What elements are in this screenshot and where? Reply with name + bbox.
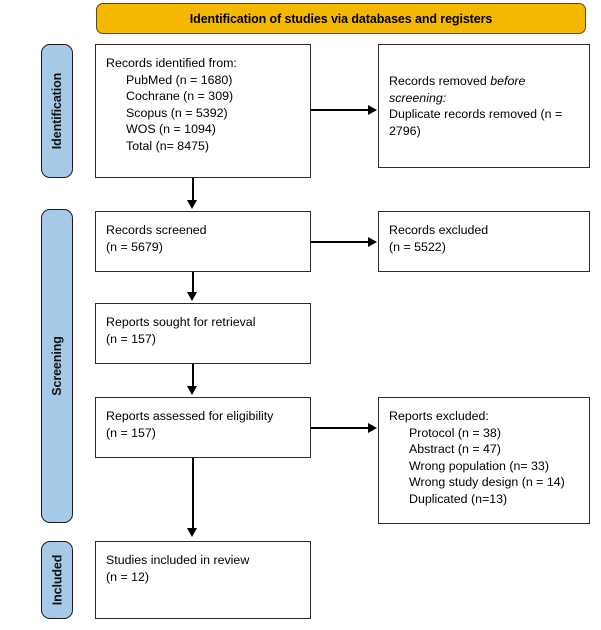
connector-identified-to-screened xyxy=(192,178,194,202)
connector-assessed-to-included xyxy=(192,458,194,530)
records-screened-title: Records screened xyxy=(106,223,207,237)
stage-label-screening-text: Screening xyxy=(50,336,65,396)
node-reports-excluded: Reports excluded: Protocol (n = 38) Abst… xyxy=(378,397,590,524)
node-records-identified: Records identified from: PubMed (n = 168… xyxy=(95,44,311,178)
connector-screened-to-excluded xyxy=(311,241,369,243)
reports-excluded-reason: Wrong population (n= 33) xyxy=(409,458,549,473)
studies-included-count: (n = 12) xyxy=(106,569,150,584)
records-removed-line2: screening: xyxy=(389,90,447,105)
connector-assessed-to-excluded xyxy=(311,427,369,429)
arrowhead-sought-to-assessed xyxy=(187,386,197,395)
stage-label-included: Included xyxy=(41,541,73,619)
connector-identified-to-removed xyxy=(311,109,369,111)
reports-sought-count: (n = 157) xyxy=(106,331,156,346)
banner-title: Identification of studies via databases … xyxy=(189,11,493,26)
stage-label-identification-text: Identification xyxy=(50,72,65,150)
arrowhead-screened-to-sought xyxy=(187,292,197,301)
records-removed-line3: Duplicate records removed (n = xyxy=(389,107,563,122)
records-identified-item: Cochrane (n = 309) xyxy=(126,89,234,104)
node-studies-included: Studies included in review (n = 12) xyxy=(95,541,311,619)
arrowhead-identified-to-removed xyxy=(368,105,377,115)
records-identified-item: Scopus (n = 5392) xyxy=(126,105,228,120)
records-identified-title: Records identified from: xyxy=(106,56,237,70)
records-removed-line4: 2796) xyxy=(389,123,421,138)
records-identified-item: Total (n= 8475) xyxy=(126,138,210,153)
records-identified-item: PubMed (n = 1680) xyxy=(126,72,233,87)
reports-excluded-reason: Wrong study design (n = 14) xyxy=(409,475,565,490)
records-identified-item: WOS (n = 1094) xyxy=(126,122,216,137)
banner-identification-header: Identification of studies via databases … xyxy=(96,3,586,34)
node-reports-sought: Reports sought for retrieval (n = 157) xyxy=(95,303,311,364)
reports-assessed-title: Reports assessed for eligibility xyxy=(106,409,274,423)
node-reports-assessed: Reports assessed for eligibility (n = 15… xyxy=(95,397,311,458)
reports-assessed-count: (n = 157) xyxy=(106,425,156,440)
node-records-removed-before-screening: Records removed before screening: Duplic… xyxy=(378,44,590,168)
records-excluded-title: Records excluded xyxy=(389,223,489,237)
studies-included-title: Studies included in review xyxy=(106,553,250,567)
records-removed-line1-text: Records removed xyxy=(389,74,491,88)
reports-sought-title: Reports sought for retrieval xyxy=(106,315,256,329)
records-screened-count: (n = 5679) xyxy=(106,239,163,254)
records-excluded-count: (n = 5522) xyxy=(389,239,446,254)
stage-label-identification: Identification xyxy=(41,44,73,178)
reports-excluded-reason: Abstract (n = 47) xyxy=(409,442,501,457)
arrowhead-screened-to-excluded xyxy=(368,237,377,247)
arrowhead-assessed-to-excluded xyxy=(368,423,377,433)
node-records-excluded: Records excluded (n = 5522) xyxy=(378,211,590,272)
node-records-screened: Records screened (n = 5679) xyxy=(95,211,311,272)
records-removed-line1-emphasis: before xyxy=(490,74,526,88)
arrowhead-identified-to-screened xyxy=(187,200,197,209)
reports-excluded-reason: Duplicated (n=13) xyxy=(409,491,508,506)
stage-label-included-text: Included xyxy=(50,554,64,606)
stage-label-screening: Screening xyxy=(41,209,73,523)
connector-screened-to-sought xyxy=(192,272,194,294)
reports-excluded-title: Reports excluded: xyxy=(389,409,489,423)
arrowhead-assessed-to-included xyxy=(187,528,197,537)
reports-excluded-reason: Protocol (n = 38) xyxy=(409,425,501,440)
connector-sought-to-assessed xyxy=(192,364,194,388)
records-removed-line1: Records removed before xyxy=(389,73,580,90)
